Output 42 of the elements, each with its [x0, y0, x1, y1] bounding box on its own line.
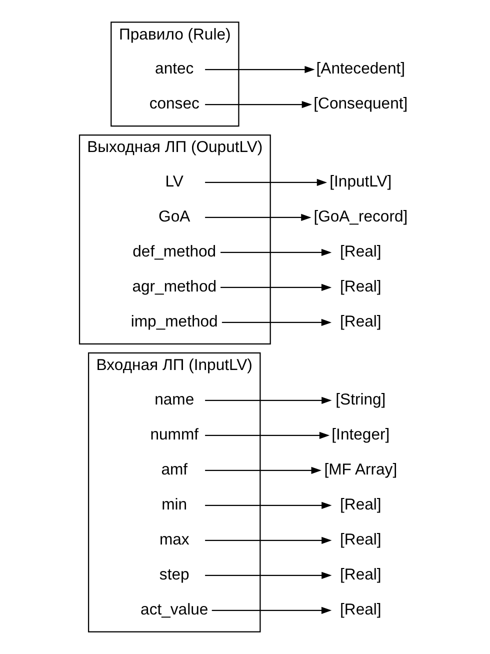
node-text: act_value [140, 602, 208, 619]
arrow [221, 318, 332, 326]
arrow [220, 284, 332, 292]
node-text: [Real] [340, 244, 381, 261]
arrow [204, 178, 327, 186]
node-text: [InputLV] [329, 174, 392, 191]
arrow [204, 502, 332, 509]
arrow [204, 466, 321, 474]
arrow [204, 432, 330, 439]
arrow [204, 536, 332, 544]
node-text: antec [154, 60, 194, 78]
node-text: [Real] [340, 314, 381, 331]
arrow [204, 572, 332, 579]
node-text: [MF Array] [324, 462, 397, 479]
node-text: GoA [158, 208, 190, 226]
node-text: amf [160, 462, 188, 479]
node-text: max [158, 532, 189, 549]
node-text: [Real] [340, 496, 381, 514]
node-text: def_method [132, 244, 216, 261]
node-text: [Real] [340, 532, 381, 549]
arrow [204, 101, 312, 108]
arrow [211, 606, 332, 614]
arrow [204, 66, 314, 74]
arrow [220, 248, 332, 256]
node-text: name [154, 392, 194, 409]
node-text: agr_method [132, 278, 216, 296]
node-text: [GoA_record] [313, 208, 408, 226]
node-text: [Consequent] [313, 96, 408, 113]
node-text: [Integer] [331, 426, 390, 444]
node-text: min [161, 496, 187, 514]
node-text: [Real] [340, 602, 381, 619]
arrow [204, 214, 311, 222]
node-text: [Real] [340, 278, 381, 296]
node-text: step [158, 566, 189, 584]
node-text: imp_method [130, 314, 218, 331]
node-text: [Real] [340, 566, 381, 584]
node-text: LV [164, 174, 183, 191]
node-text: [String] [335, 392, 386, 409]
node-text: consec [148, 96, 199, 113]
node-text: nummf [150, 426, 198, 444]
arrow [204, 396, 332, 404]
node-text: [Antecedent] [316, 60, 405, 78]
